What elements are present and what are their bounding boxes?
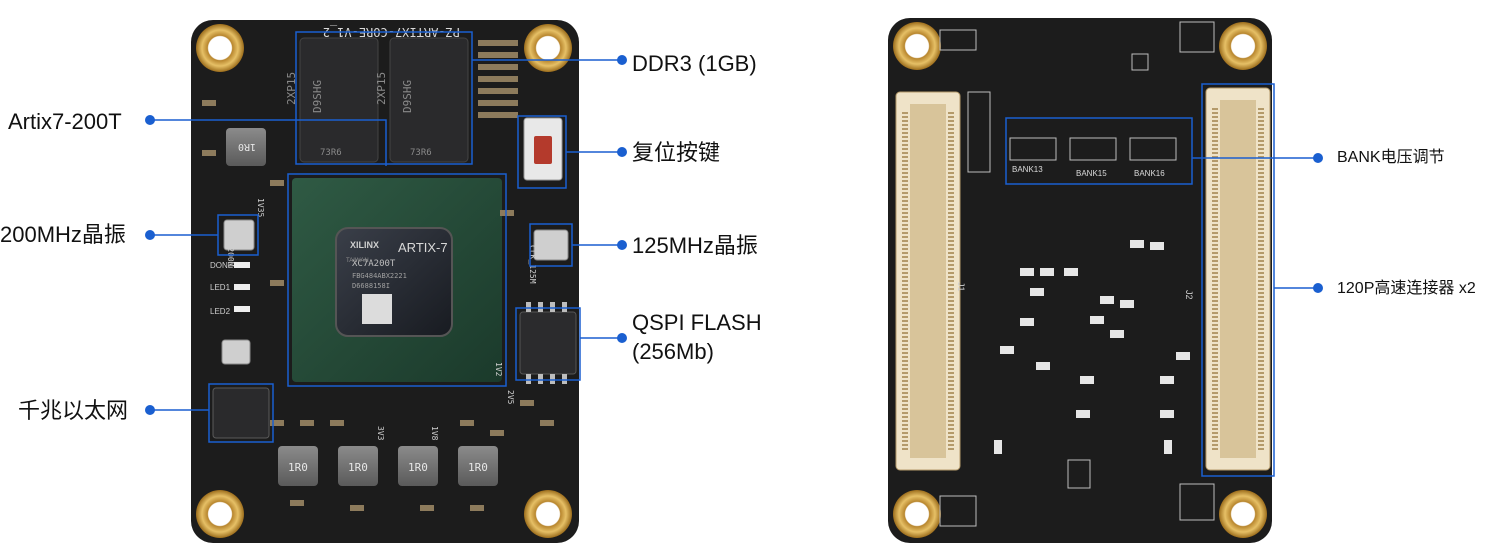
label-qspi-line2: (256Mb) (632, 339, 714, 364)
label-connector: 120P高速连接器 x2 (1337, 280, 1476, 297)
led-2 (234, 306, 250, 312)
inductor-silk: 1R0 (238, 141, 256, 152)
bank15-silk: BANK15 (1076, 169, 1107, 178)
rail-2v5: 2V5 (506, 390, 515, 405)
ddr3-chip: 2XP15 D9SHG 73R6 (375, 37, 469, 163)
label-qspi-line1: QSPI FLASH (632, 310, 762, 335)
connector-j2 (1205, 87, 1271, 471)
power-inductor: 1R0 (278, 446, 318, 486)
rear-passives (939, 21, 1215, 527)
qspi-pins (526, 302, 567, 384)
mount-hole (196, 24, 244, 72)
left-board: PZ-ARTIX7-CORE-V1_2 2XP15 D9SHG 73R6 2XP… (191, 20, 579, 543)
rail-1v2: 1V2 (494, 362, 503, 377)
bank-jumpers: BANK13 BANK15 BANK16 (1009, 137, 1177, 178)
j2-silk: J2 (1184, 290, 1194, 300)
label-ethernet: 千兆以太网 (18, 398, 129, 423)
osc-200mhz (223, 219, 255, 251)
clk200-silk: CLK_200M (226, 228, 235, 267)
mount-hole (893, 22, 941, 70)
left-callout-dots (145, 55, 627, 415)
label-ddr3: DDR3 (1GB) (632, 51, 757, 76)
ddr3-chip: 2XP15 D9SHG 73R6 (285, 37, 379, 163)
mount-hole (196, 490, 244, 538)
inductor-silk: 1R0 (468, 461, 488, 474)
power-inductor: 1R0 (458, 446, 498, 486)
ddr-chip-line1: 2XP15 (375, 72, 388, 105)
led-done (234, 262, 250, 268)
j1-silk: J1 (956, 282, 966, 292)
rail-1v35: 1V35 (256, 198, 265, 217)
mount-hole (524, 24, 572, 72)
ddr-chip-code: 73R6 (410, 148, 432, 158)
mount-hole (1219, 22, 1267, 70)
fpga-package: FBG484ABX2221 (352, 272, 407, 280)
done-silk: DONE (210, 261, 233, 270)
osc-125mhz (533, 229, 569, 261)
label-fpga: Artix7-200T (8, 109, 122, 134)
fpga-brand: XILINX (350, 240, 379, 250)
led1-silk: LED1 (210, 283, 231, 292)
ddr-chip-code: 73R6 (320, 148, 342, 158)
inductor-silk: 1R0 (348, 461, 368, 474)
ethernet-phy-chip (212, 387, 270, 439)
led-1 (234, 284, 250, 290)
fpga-lot: D6688158I (352, 282, 390, 290)
fpga-mark: TAIWAN (346, 258, 369, 264)
inductor (226, 128, 266, 166)
inductor-silk: 1R0 (288, 461, 308, 474)
resistor-array (478, 40, 518, 118)
fpga-datamatrix (362, 294, 392, 324)
passives (202, 100, 554, 511)
mount-hole (893, 490, 941, 538)
power-inductor: 1R0 (398, 446, 438, 486)
label-osc-200mhz: 200MHz晶振 (0, 222, 126, 247)
inductor-silk: 1R0 (408, 461, 428, 474)
ddr-chip-line2: D9SHG (401, 80, 414, 113)
right-callout-lines (1005, 83, 1318, 477)
qspi-flash-chip (519, 311, 577, 375)
rail-3v3: 3V3 (376, 426, 385, 441)
reset-button-component (523, 117, 563, 181)
rail-1v8: 1V8 (430, 426, 439, 441)
label-reset-button: 复位按键 (632, 140, 721, 165)
connector-j1 (895, 91, 961, 471)
fpga-family: ARTIX-7 (398, 240, 448, 255)
fpga-chip: XILINX ARTIX-7 XC7A200T FBG484ABX2221 D6… (292, 178, 502, 382)
led2-silk: LED2 (210, 307, 231, 316)
clk125-silk: CLK_125M (528, 245, 537, 284)
right-callout-dots (1313, 153, 1323, 293)
fpga-part: XC7A200T (352, 259, 396, 269)
label-bank-voltage: BANK电压调节 (1337, 149, 1445, 166)
bank13-silk: BANK13 (1012, 165, 1043, 174)
bank16-silk: BANK16 (1134, 169, 1165, 178)
ddr-chip-line1: 2XP15 (285, 72, 298, 105)
left-callout-lines (150, 31, 622, 443)
mount-hole (524, 490, 572, 538)
power-inductor: 1R0 (338, 446, 378, 486)
right-board: J1 J2 BANK13 BANK15 BANK16 (888, 18, 1272, 543)
label-osc-125mhz: 125MHz晶振 (632, 233, 758, 258)
mount-hole (1219, 490, 1267, 538)
ddr-chip-line2: D9SHG (311, 80, 324, 113)
osc-phy (221, 339, 251, 365)
